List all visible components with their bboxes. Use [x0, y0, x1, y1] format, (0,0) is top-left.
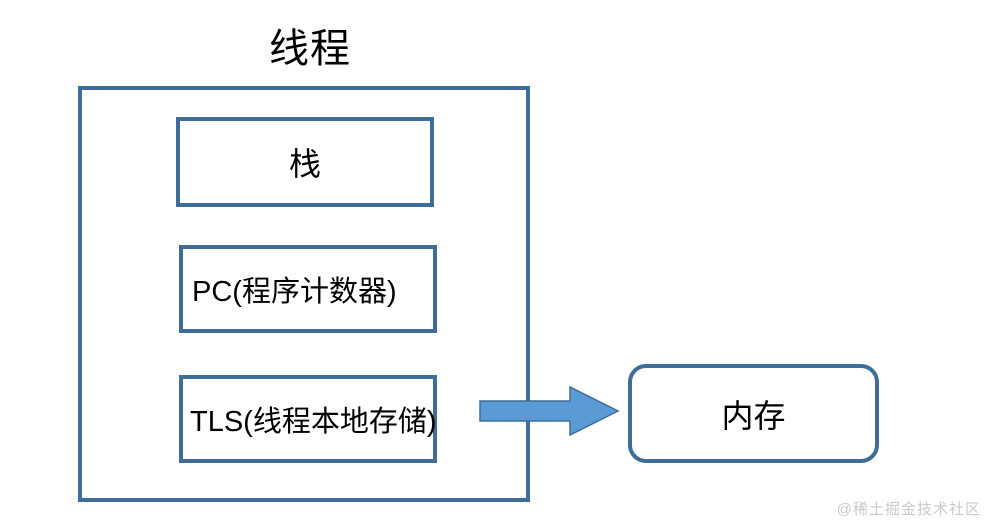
component-box-tls: TLS(线程本地存储)	[179, 375, 437, 463]
page-title: 线程	[269, 27, 351, 71]
component-box-pc: PC(程序计数器)	[179, 245, 437, 333]
component-label-pc: PC(程序计数器)	[192, 276, 397, 308]
component-label-stack: 栈	[288, 146, 321, 182]
right-arrow-icon	[478, 384, 620, 438]
component-label-tls: TLS(线程本地存储)	[190, 406, 437, 438]
memory-box: 内存	[628, 364, 879, 463]
component-box-stack: 栈	[176, 117, 434, 207]
memory-label: 内存	[721, 397, 786, 434]
watermark: @稀土掘金技术社区	[836, 501, 981, 518]
